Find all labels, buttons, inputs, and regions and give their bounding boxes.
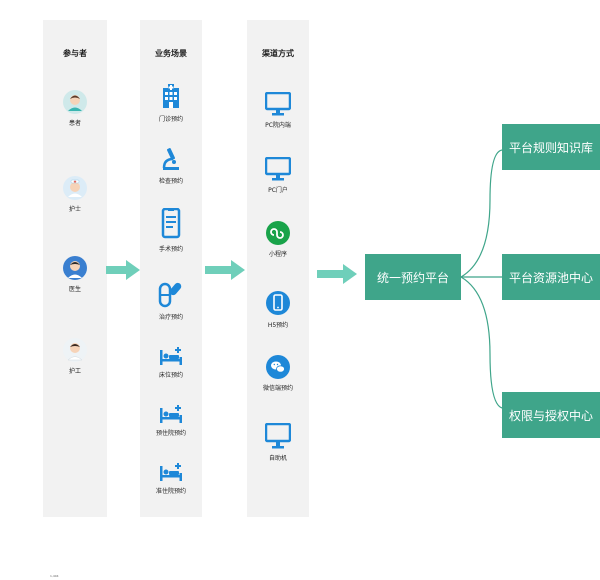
kiosk-monitor-icon [265,423,291,449]
caregiver-avatar-icon [63,338,87,362]
scenario-label: 检查预约 [158,178,183,185]
microscope-icon [162,148,179,170]
desktop-monitor-icon [265,92,291,116]
scenario-treatment: 治疗预约 [140,280,202,321]
hospital-bed-icon [160,405,182,423]
mini-program-icon [266,221,290,245]
scenario-label: 治疗预约 [158,314,183,321]
participant-doctor: 医生 [43,256,107,293]
channel-kiosk: 自助机 [247,423,309,462]
hospital-bed-icon [160,347,182,365]
channels-title: 渠道方式 [262,49,294,58]
channel-label: 自助机 [268,455,287,462]
nurse-avatar-icon [63,176,87,200]
doctor-avatar-icon [63,256,87,280]
connector-to-rules [460,149,503,278]
channel-label: PC门户 [268,187,288,194]
scenario-label: 预住院预约 [155,430,186,437]
desktop-monitor-icon [265,157,291,181]
participants-column: 参与者 患者 护士 医生 [43,20,107,517]
participant-label: 护工 [68,368,81,375]
participants-title: 参与者 [63,49,87,58]
scenario-label: 床位预约 [158,372,183,379]
hospital-bed-icon [160,463,182,481]
scenario-label: 门诊预约 [158,116,183,123]
channels-column: 渠道方式 PC院内端 PC门户 小程序 H5预约 [247,20,309,517]
pill-capsule-icon [158,282,182,308]
permission-center: 权限与授权中心 [502,392,600,438]
scenario-outpatient: 门诊预约 [140,84,202,123]
channel-label: 微信端预约 [262,385,293,392]
footer-note: 1,404 [50,574,59,578]
scenarios-column: 业务场景 门诊预约 检查预约 手术预约 [140,20,202,517]
scenario-surgery: 手术预约 [140,208,202,253]
scenarios-title: 业务场景 [155,49,187,58]
channel-label: H5预约 [267,322,289,329]
smartphone-icon [266,291,290,315]
participant-label: 医生 [68,286,81,293]
wechat-icon [266,355,290,379]
hospital-building-icon [163,84,179,108]
scenario-quasi-admission: 准住院预约 [140,462,202,495]
rules-knowledge-base: 平台规则知识库 [502,124,600,170]
unified-booking-platform: 统一预约平台 [365,254,461,300]
scenario-pre-admission: 预住院预约 [140,404,202,437]
participant-label: 患者 [68,120,81,127]
flow-arrow [106,260,140,280]
surgery-document-icon [161,208,181,239]
flow-arrow [205,260,245,280]
participant-nurse: 护士 [43,176,107,213]
participant-label: 护士 [68,206,81,213]
participant-caregiver: 护工 [43,338,107,375]
channel-label: PC院内端 [265,122,291,129]
channel-h5: H5预约 [247,290,309,329]
patient-avatar-icon [63,90,87,114]
scenario-exam: 检查预约 [140,146,202,185]
scenario-bed: 床位预约 [140,346,202,379]
resource-pool-center: 平台资源池中心 [502,254,600,300]
connector-to-permissions [460,276,503,409]
channel-label: 小程序 [268,251,287,258]
flow-arrow [317,264,357,284]
channel-mini-program: 小程序 [247,221,309,258]
scenario-label: 准住院预约 [155,488,186,495]
participant-patient: 患者 [43,90,107,127]
scenario-label: 手术预约 [158,246,183,253]
channel-pc-portal: PC门户 [247,157,309,194]
channel-pc-internal: PC院内端 [247,92,309,129]
channel-wechat: 微信端预约 [247,355,309,392]
